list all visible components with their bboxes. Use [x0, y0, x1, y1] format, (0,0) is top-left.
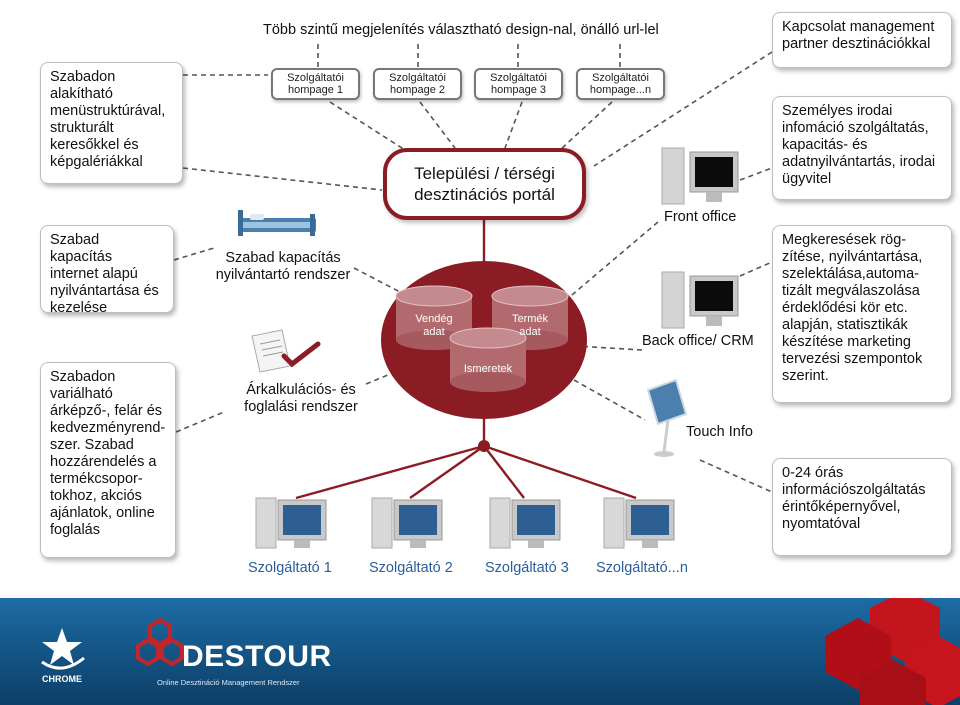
connector-line [353, 267, 401, 293]
distribution-line [483, 445, 525, 499]
document-check-icon [251, 329, 321, 373]
touch-kiosk-icon [646, 378, 688, 457]
connector-line [504, 101, 523, 149]
note-partner-management: Kapcsolat management partner desztináció… [772, 12, 952, 68]
connector-line [739, 261, 773, 277]
database-guest-label-1: Vendég [415, 313, 452, 325]
touch-info-label: Touch Info [686, 424, 753, 440]
database-knowledge-label: Ismeretek [464, 363, 513, 375]
database-guest-label-2: adat [423, 326, 444, 338]
connector-line [575, 345, 643, 351]
homepage-box-2: Szolgáltatói hompage 2 [373, 68, 462, 100]
connector-line [699, 459, 773, 493]
connector-line [419, 101, 456, 149]
note-capacity: Szabad kapacítás internet alapú nyilvánt… [40, 225, 174, 316]
note-kiosk: 0-24 órás információszolgáltatás érintők… [772, 458, 952, 556]
connector-line [173, 247, 215, 261]
provider-label-3: Szolgáltató 3 [485, 560, 569, 576]
top-caption: Több szintű megjelenítés választható des… [263, 22, 659, 38]
connector-line [573, 379, 646, 421]
back-office-label: Back office/ CRM [642, 333, 754, 349]
provider-label-1: Szolgáltató 1 [248, 560, 332, 576]
destour-logo-text: DESTOUR [182, 640, 332, 673]
database-product-label-1: Termék [512, 313, 549, 325]
connector-line [559, 101, 613, 151]
distribution-line [409, 445, 485, 499]
portal-title-line-1: Települési / térségi [414, 164, 555, 183]
destour-subtitle: Online Desztináció Management Rendszer [157, 678, 300, 687]
chrome-star-logo [41, 628, 85, 670]
front-office-label: Front office [664, 209, 737, 225]
provider-label-2: Szolgáltató 2 [369, 560, 453, 576]
connector-line [565, 221, 659, 301]
provider-label-n: Szolgáltató...n [596, 560, 688, 576]
destour-hexagon-logo [136, 617, 184, 667]
connector-line [182, 167, 383, 191]
connector-line [739, 167, 773, 181]
portal-title-line-2: desztinációs portál [414, 185, 555, 204]
note-pricing: Szabadon variálható árképző-, felár és k… [40, 362, 176, 558]
back-office-computer-icon [661, 271, 739, 329]
note-crm: Megkeresések rög-zítése, nyilvántartása,… [772, 225, 952, 403]
footer-banner: CHROME DESTOUR Online Desztináció Manage… [0, 598, 960, 705]
database-product-label-2: adat [519, 326, 540, 338]
connector-layer: Vendég adat Termék adat Ismeretek [173, 44, 773, 549]
provider-computer-icon [371, 497, 443, 549]
distribution-line [295, 444, 485, 500]
note-office-services: Személyes irodai infomáció szolgáltatás,… [772, 96, 952, 200]
destination-portal-box: Települési / térségi desztinációs portál [383, 148, 586, 220]
pricing-system-label: Árkalkulációs- és foglalási rendszer [244, 382, 358, 415]
connector-line [175, 411, 225, 433]
note-menu-structure: Szabadon alakítható menüstruktúrával, st… [40, 62, 183, 184]
chrome-logo-text: CHROME [42, 674, 82, 684]
distribution-line [483, 444, 637, 500]
provider-computer-icon [603, 497, 675, 549]
front-office-computer-icon [661, 147, 739, 205]
footer-graphics [41, 598, 960, 705]
capacity-system-label: Szabad kapacítás nyilvántartó rendszer [215, 250, 351, 283]
homepage-box-1: Szolgáltatói hompage 1 [271, 68, 360, 100]
homepage-box-3: Szolgáltatói hompage 3 [474, 68, 563, 100]
homepage-box-n: Szolgáltatói hompage...n [576, 68, 665, 100]
provider-computer-icon [489, 497, 561, 549]
hexagon-cluster-decoration [825, 598, 960, 705]
provider-computer-icon [255, 497, 327, 549]
database-knowledge-icon [449, 327, 527, 392]
bed-icon [238, 210, 316, 236]
connector-line [329, 101, 406, 151]
